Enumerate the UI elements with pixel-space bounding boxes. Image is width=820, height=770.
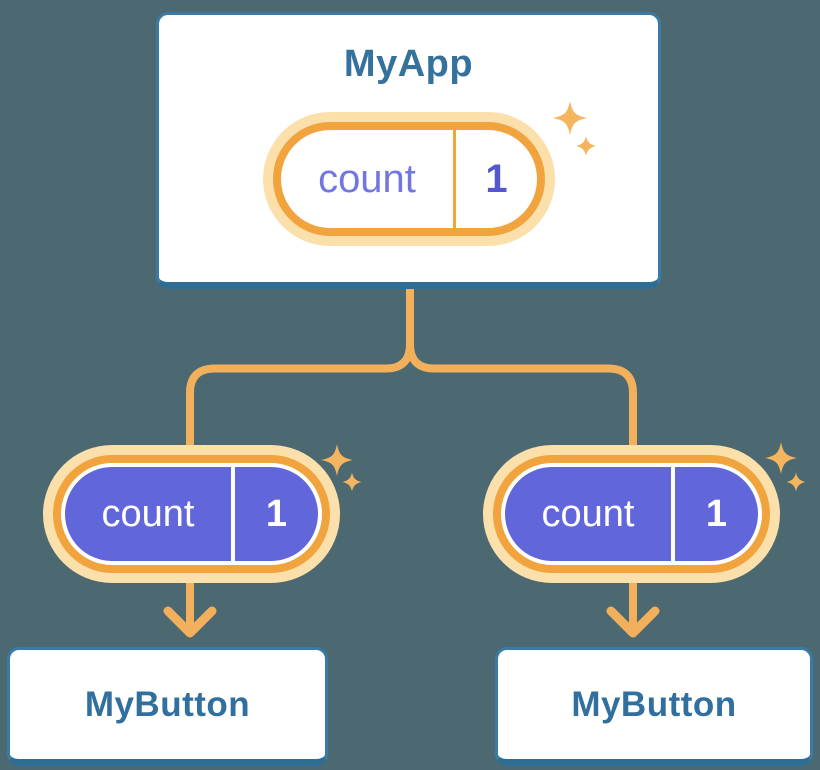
sparkle-small [576, 136, 596, 156]
purple-capsule: count 1 [65, 467, 318, 561]
state-pill-root: count 1 [263, 112, 555, 246]
state-value-cell: 1 [235, 467, 318, 561]
mybutton-title: MyButton [571, 684, 737, 724]
pill-body: count 1 [501, 463, 762, 565]
arrow-down-right-head [606, 606, 660, 638]
purple-capsule: count 1 [505, 467, 758, 561]
state-name-label: count [318, 156, 416, 201]
tree-branch-left [186, 282, 414, 470]
sparkles-icon [765, 442, 806, 492]
mybutton-card-right: MyButton [495, 647, 813, 766]
sparkle-big [765, 442, 797, 474]
state-pill-right: count 1 [483, 445, 780, 583]
sparkles-icon [321, 444, 362, 492]
myapp-title: MyApp [343, 43, 474, 85]
state-name-cell: count [65, 467, 231, 561]
mybutton-title: MyButton [84, 684, 251, 724]
tree-branch-right [406, 282, 637, 470]
arrow-down-left-head [163, 606, 217, 638]
state-name-cell: count [281, 130, 453, 228]
mybutton-card-left: MyButton [7, 647, 328, 766]
state-value-label: 1 [265, 492, 288, 535]
sparkle-small [342, 472, 362, 492]
state-value-label: 1 [705, 492, 728, 535]
sparkle-big [321, 444, 353, 476]
sparkle-small [786, 472, 806, 492]
sparkles-icon [553, 101, 596, 156]
state-value-cell: 1 [456, 130, 537, 228]
pill-divider [453, 130, 456, 228]
state-name-label: count [101, 492, 195, 535]
pill-body: count 1 [61, 463, 322, 565]
state-pill-left: count 1 [43, 445, 340, 583]
pill-body: count 1 [281, 130, 537, 228]
sparkle-big [553, 101, 587, 135]
state-name-cell: count [505, 467, 671, 561]
state-value-cell: 1 [675, 467, 758, 561]
state-name-label: count [541, 492, 635, 535]
state-value-label: 1 [485, 156, 508, 201]
